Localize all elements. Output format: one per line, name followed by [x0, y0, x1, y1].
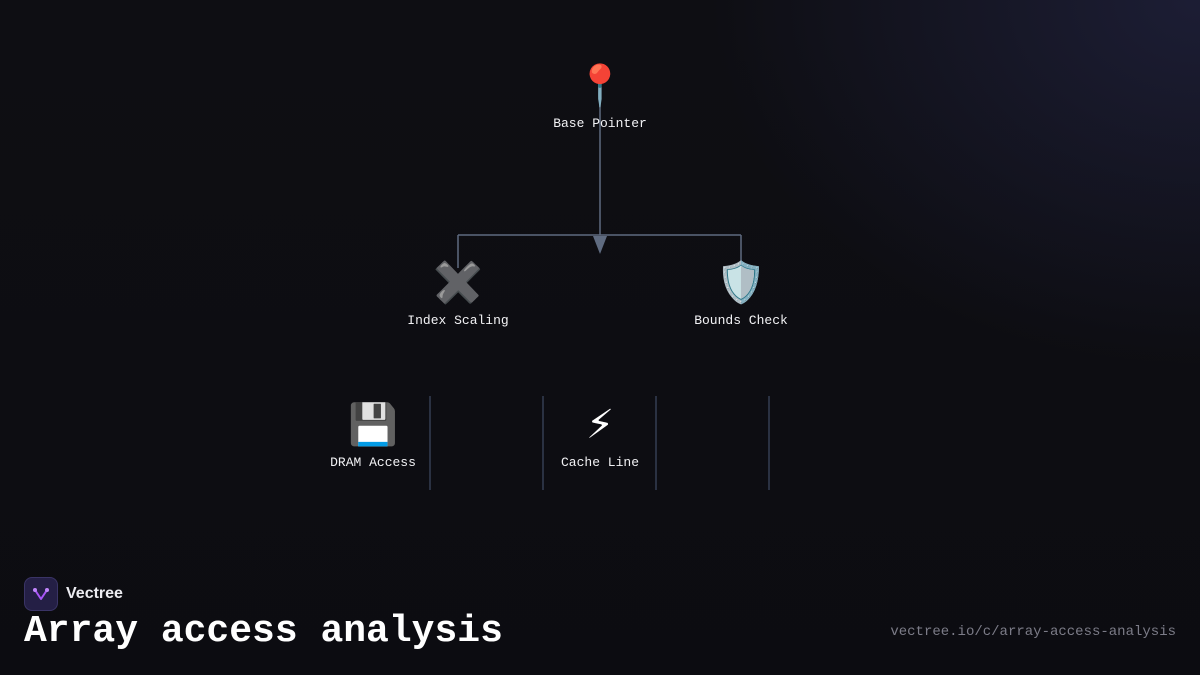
brand-name: Vectree — [66, 585, 123, 602]
vectree-logo-icon — [24, 577, 58, 611]
node-label: DRAM Access — [330, 455, 416, 470]
shield-icon: 🛡️ — [716, 260, 766, 306]
node-index-scaling[interactable]: ✖️ Index Scaling — [407, 259, 508, 328]
node-label: Base Pointer — [553, 116, 647, 131]
node-label: Cache Line — [560, 455, 640, 470]
node-cache-line[interactable]: ⚡ Cache Line — [561, 401, 639, 470]
node-base-pointer[interactable]: 📍 Base Pointer — [553, 62, 647, 131]
page-url[interactable]: vectree.io/c/array-access-analysis — [890, 624, 1176, 640]
round-pushpin-icon: 📍 — [575, 63, 625, 109]
lightning-icon: ⚡ — [585, 402, 615, 448]
brand[interactable]: Vectree — [24, 577, 123, 611]
node-bounds-check[interactable]: 🛡️ Bounds Check — [694, 259, 788, 328]
arrowhead — [593, 236, 607, 254]
heavy-multiplication-icon: ✖️ — [433, 260, 483, 306]
floppy-disk-icon: 💾 — [348, 402, 398, 448]
page-title: Array access analysis — [24, 610, 503, 653]
node-label: Index Scaling — [407, 313, 509, 328]
node-dram-access[interactable]: 💾 DRAM Access — [330, 401, 416, 470]
node-label: Bounds Check — [694, 313, 788, 328]
